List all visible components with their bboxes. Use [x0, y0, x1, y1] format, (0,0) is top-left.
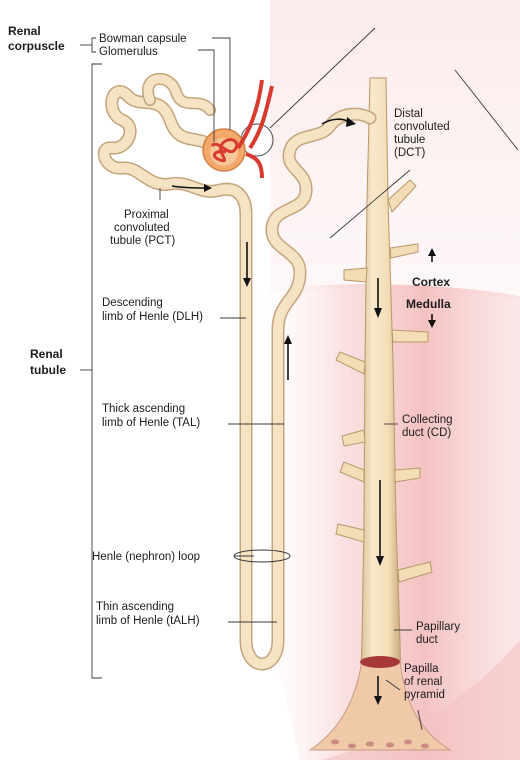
diagram-labels: Renal corpuscle Bowman capsule Glomerulu… [8, 24, 460, 701]
renal-tubule-bracket [80, 63, 102, 679]
leader-lines [159, 37, 423, 731]
renal-tubule [97, 72, 377, 671]
dct-label: Distal [394, 108, 423, 120]
bowman-capsule-label: Bowman capsule [99, 33, 187, 45]
collecting-duct [308, 77, 452, 751]
cd-label-2: duct (CD) [402, 427, 451, 439]
renal-corpuscle [202, 79, 274, 179]
dlh-label-2: limb of Henle (DLH) [102, 311, 203, 323]
talh-label-2: limb of Henle (tALH) [96, 615, 200, 627]
dct-label-2: convoluted [394, 121, 450, 133]
papillary-duct-label: Papillary [416, 621, 460, 633]
papilla-label-2: of renal [404, 676, 442, 688]
cortex-label: Cortex [412, 275, 450, 289]
pct-label: Proximal [124, 209, 169, 221]
pct-label-2: convoluted [114, 222, 170, 234]
cd-label: Collecting [402, 414, 453, 426]
renal-corpuscle-label-2: corpuscle [8, 39, 65, 53]
medulla-label: Medulla [406, 297, 451, 311]
tal-label: Thick ascending [102, 403, 185, 415]
dct-label-4: (DCT) [394, 147, 425, 159]
glomerulus-label: Glomerulus [99, 46, 158, 58]
renal-tubule-label-2: tubule [30, 363, 66, 377]
renal-corpuscle-label: Renal [8, 24, 41, 38]
pct-label-3: tubule (PCT) [110, 235, 175, 247]
renal-tubule-label: Renal [30, 347, 63, 361]
flow-arrows [171, 117, 436, 705]
tal-label-2: limb of Henle (TAL) [102, 417, 200, 429]
papilla-label-3: pyramid [404, 689, 445, 701]
dlh-label: Descending [102, 297, 163, 309]
dct-label-3: tubule [394, 134, 425, 146]
talh-label: Thin ascending [96, 601, 174, 613]
papillary-duct-label-2: duct [416, 634, 439, 646]
cortex-region [270, 0, 520, 300]
renal-corpuscle-bracket [80, 37, 96, 53]
henle-loop-label: Henle (nephron) loop [92, 551, 200, 563]
papilla-label: Papilla [404, 663, 439, 675]
